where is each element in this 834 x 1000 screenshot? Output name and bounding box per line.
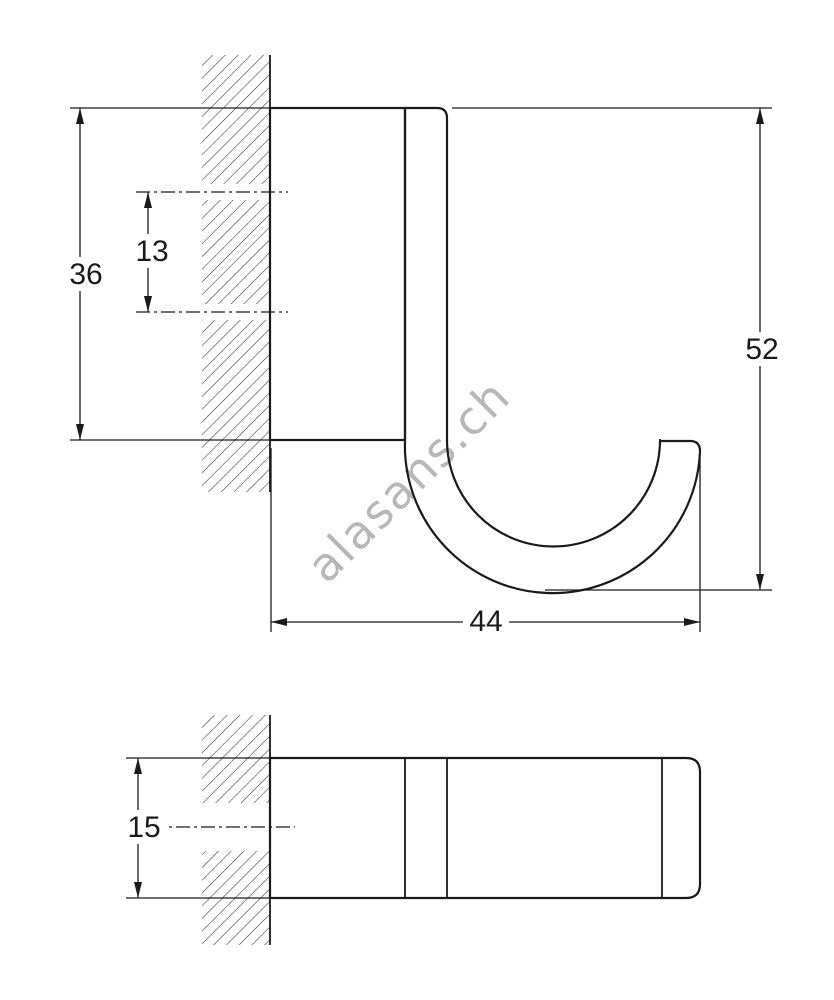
arrowhead-down: [144, 296, 152, 312]
dimension-label-13: 13: [135, 235, 168, 268]
dimension-label-36: 36: [69, 258, 102, 291]
dimension-label-mask: [739, 332, 785, 366]
dimension-label-mask: [121, 810, 167, 844]
dimension-label-mask: [463, 604, 509, 638]
arrowhead-up: [76, 108, 84, 124]
hole-centerlines: [136, 191, 288, 313]
dimension-projection-depth: 44: [270, 448, 701, 638]
arrowhead-up: [134, 758, 142, 774]
dimension-label-52: 52: [745, 333, 778, 366]
dimension-label-mask: [63, 257, 109, 291]
arrowhead-down: [76, 424, 84, 440]
wall-hatch-band: [202, 715, 270, 803]
wall-hatch-band: [202, 320, 270, 492]
dimension-label-mask: [129, 234, 175, 268]
dimension-overall-height: 52: [452, 107, 785, 591]
arrowhead-right: [684, 618, 700, 626]
wall-hatch-band: [202, 55, 270, 184]
arrowhead-up: [756, 108, 764, 124]
mounting-plate-outline: [268, 106, 407, 442]
bottom-view: 15: [121, 715, 702, 945]
hook-outline: [403, 106, 702, 595]
dimension-plate-height: 36: [63, 107, 270, 441]
wall-hatch-band: [202, 200, 270, 304]
side-view: 36 13 52: [63, 55, 785, 638]
arrowhead-down: [134, 882, 142, 898]
dimension-label-15: 15: [127, 811, 160, 844]
arrowhead-down: [756, 574, 764, 590]
hook-body-plan-outline: [268, 756, 702, 900]
dimension-hole-spacing: 13: [129, 192, 175, 312]
wall-hatch-section: [202, 715, 271, 945]
dimension-label-44: 44: [469, 605, 502, 638]
dimension-body-width: 15: [121, 757, 270, 899]
wall-hatch-section: [202, 55, 271, 492]
arrowhead-left: [271, 618, 287, 626]
arrowhead-up: [144, 192, 152, 208]
